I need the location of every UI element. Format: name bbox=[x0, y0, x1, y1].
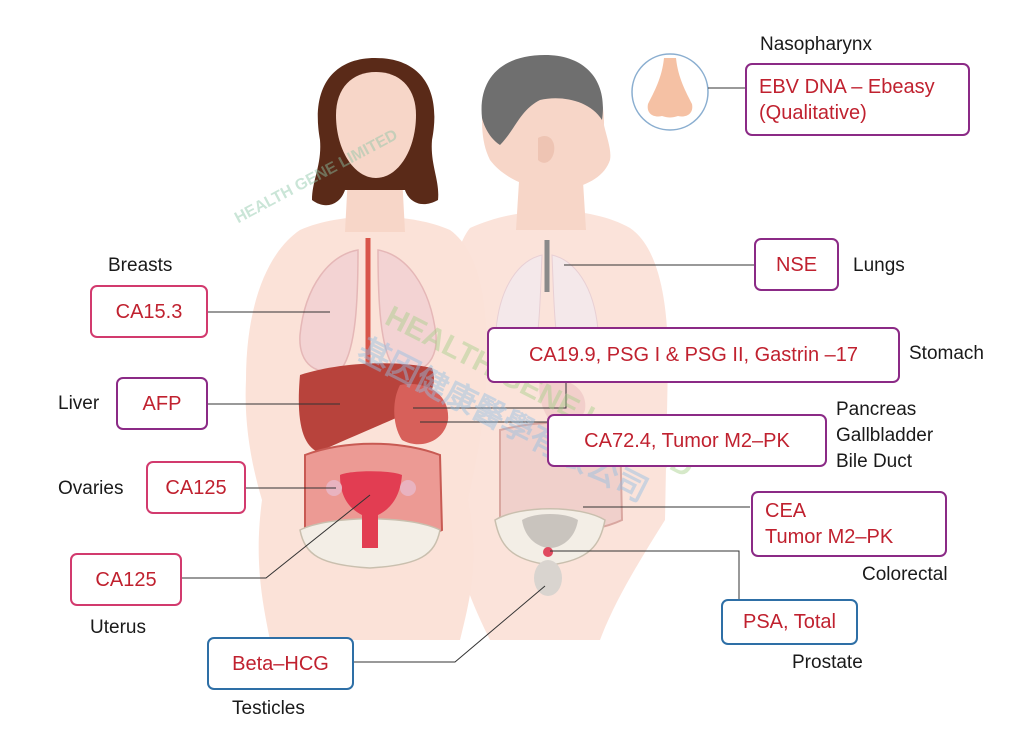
nse-text: NSE bbox=[775, 253, 818, 276]
connector-ca199 bbox=[413, 383, 567, 409]
label-gallbladder: Gallbladder bbox=[836, 425, 934, 446]
box-nse: NSE bbox=[754, 238, 839, 291]
female-figure bbox=[245, 58, 487, 640]
box-beta-hcg: Beta–HCG bbox=[207, 637, 354, 690]
male-ear bbox=[538, 135, 555, 163]
label-pancreas: Pancreas bbox=[836, 399, 917, 420]
ca199-text: CA19.9, PSG I & PSG II, Gastrin –17 bbox=[528, 344, 859, 366]
box-ebv-dna: EBV DNA – Ebeasy (Qualitative) bbox=[745, 63, 970, 136]
box-psa: PSA, Total bbox=[721, 599, 858, 645]
box-ca125-uterus: CA125 bbox=[70, 553, 182, 606]
ebv-line-1: EBV DNA – Ebeasy bbox=[759, 75, 935, 98]
connector-ca125b bbox=[182, 494, 371, 579]
box-ca125-ovaries: CA125 bbox=[146, 461, 246, 514]
box-ca199: CA19.9, PSG I & PSG II, Gastrin –17 bbox=[487, 327, 900, 383]
label-ovaries: Ovaries bbox=[58, 478, 124, 499]
male-prostate bbox=[543, 547, 553, 557]
psa-text: PSA, Total bbox=[742, 611, 837, 633]
label-bile-duct: Bile Duct bbox=[836, 451, 913, 472]
label-uterus: Uterus bbox=[90, 617, 146, 638]
label-breasts: Breasts bbox=[108, 255, 173, 276]
label-colorectal: Colorectal bbox=[862, 564, 948, 585]
female-face bbox=[336, 72, 416, 178]
label-prostate: Prostate bbox=[792, 652, 863, 673]
cea-line-1: CEA bbox=[765, 500, 807, 522]
box-cea: CEA Tumor M2–PK bbox=[751, 491, 947, 557]
box-ca153: CA15.3 bbox=[90, 285, 208, 338]
connector-hcg bbox=[354, 585, 546, 663]
ca724-text: CA72.4, Tumor M2–PK bbox=[584, 429, 790, 452]
ca153-text: CA15.3 bbox=[115, 300, 183, 323]
label-lungs: Lungs bbox=[853, 255, 905, 276]
male-stomach bbox=[539, 379, 586, 424]
male-bladder bbox=[522, 514, 578, 548]
cea-line-2: Tumor M2–PK bbox=[765, 526, 894, 548]
ca125-ovaries-text: CA125 bbox=[165, 476, 227, 499]
male-hair bbox=[481, 55, 603, 145]
beta-hcg-text: Beta–HCG bbox=[232, 652, 329, 675]
female-uterus bbox=[340, 471, 402, 548]
label-stomach: Stomach bbox=[909, 343, 984, 364]
female-ovary-right bbox=[400, 480, 416, 496]
male-testicles bbox=[534, 560, 562, 596]
connector-psa bbox=[550, 550, 740, 600]
label-nasopharynx: Nasopharynx bbox=[760, 34, 872, 55]
label-testicles: Testicles bbox=[232, 698, 305, 719]
box-ca724: CA72.4, Tumor M2–PK bbox=[547, 414, 827, 467]
label-pancreas-group: Pancreas Gallbladder Bile Duct bbox=[836, 397, 933, 475]
label-liver: Liver bbox=[58, 393, 100, 414]
afp-text: AFP bbox=[142, 392, 182, 415]
female-stomach bbox=[394, 384, 449, 445]
ebv-line-2: (Qualitative) bbox=[759, 101, 867, 124]
connector-lines bbox=[182, 87, 757, 663]
box-afp: AFP bbox=[116, 377, 208, 430]
nasopharynx-nose-icon bbox=[631, 53, 709, 131]
ca125-uterus-text: CA125 bbox=[95, 568, 157, 591]
